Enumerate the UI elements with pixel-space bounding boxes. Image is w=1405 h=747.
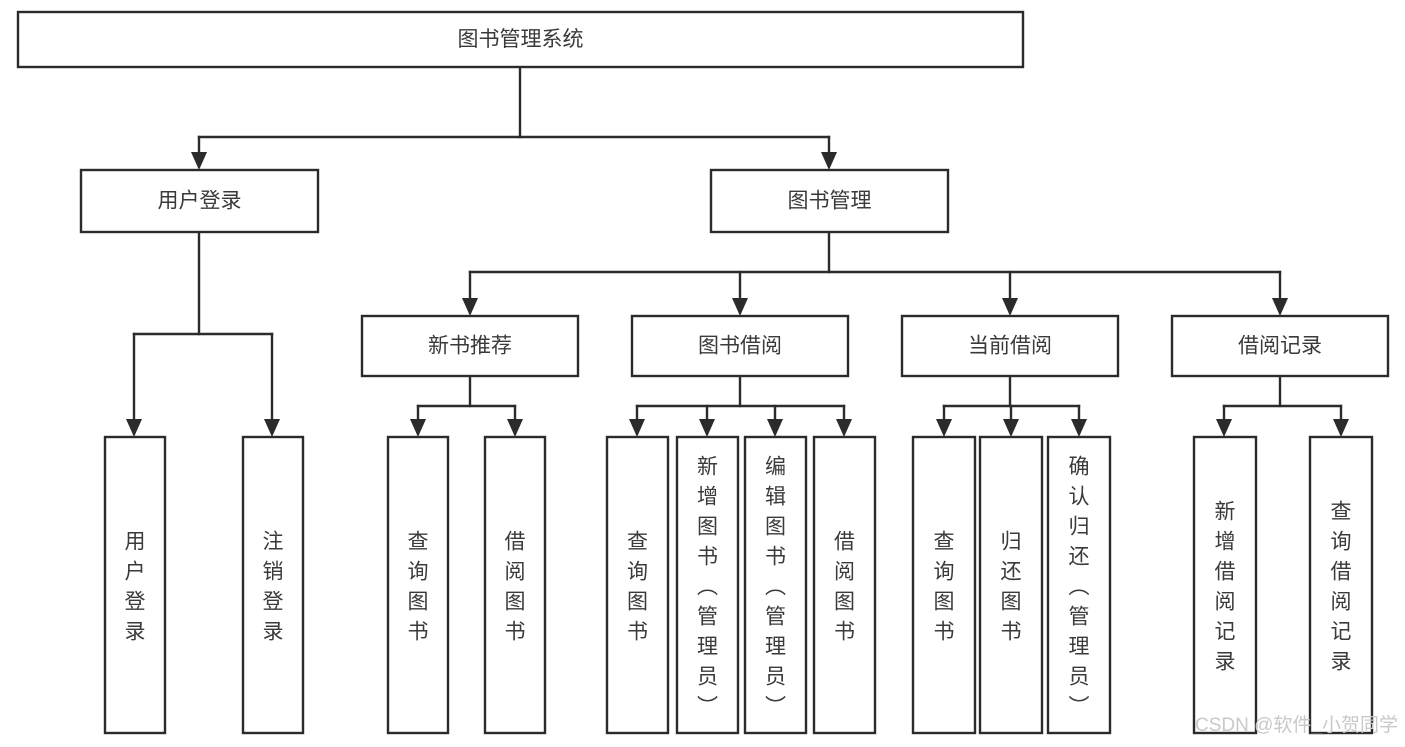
leaf-box-leaf-query-book-3 <box>911 435 977 735</box>
leaf-leaf-query-book-1[interactable]: 查询图书 <box>386 435 450 735</box>
node-label-book-manage: 图书管理 <box>788 190 872 213</box>
leaf-box-leaf-query-book-2 <box>605 435 670 735</box>
arrow-head-icon <box>629 419 645 437</box>
leaf-box-leaf-return-book <box>978 435 1044 735</box>
node-book-manage[interactable]: 图书管理 <box>709 168 950 234</box>
node-label-book-borrow: 图书借阅 <box>698 335 782 358</box>
arrow-head-icon <box>1002 298 1018 316</box>
node-borrow-record[interactable]: 借阅记录 <box>1170 314 1390 378</box>
diagram-nodes: 图书管理系统用户登录图书管理新书推荐图书借阅当前借阅借阅记录用户登录注销登录查询… <box>16 10 1390 735</box>
arrow-head-icon <box>1272 298 1288 316</box>
leaf-leaf-query-record[interactable]: 查询借阅记录 <box>1308 435 1374 735</box>
node-box-user-login <box>79 168 320 234</box>
leaf-leaf-user-login[interactable]: 用户登录 <box>103 435 167 735</box>
leaf-label-leaf-query-book-2: 查询图书 <box>627 530 648 643</box>
leaf-label-leaf-add-record: 新增借阅记录 <box>1215 500 1236 673</box>
leaf-leaf-add-record[interactable]: 新增借阅记录 <box>1192 435 1258 735</box>
arrow-head-icon <box>1071 419 1087 437</box>
leaf-box-leaf-borrow-book-1 <box>483 435 547 735</box>
leaf-leaf-add-book[interactable]: 新增图书︵管理员︶ <box>675 435 740 735</box>
arrow-head-icon <box>507 419 523 437</box>
arrow-head-icon <box>936 419 952 437</box>
leaf-label-leaf-logout: 注销登录 <box>263 530 284 643</box>
leaf-box-leaf-logout <box>241 435 305 735</box>
leaf-label-leaf-query-book-1: 查询图书 <box>408 530 429 643</box>
node-current-borrow[interactable]: 当前借阅 <box>900 314 1120 378</box>
leaf-box-leaf-confirm-return <box>1046 435 1112 735</box>
csdn-watermark: CSDN @软件_小贺同学 <box>1195 714 1398 736</box>
leaf-label-leaf-borrow-book-2: 借阅图书 <box>834 530 855 643</box>
node-label-root: 图书管理系统 <box>458 28 584 51</box>
node-label-current-borrow: 当前借阅 <box>968 335 1052 358</box>
arrow-head-icon <box>836 419 852 437</box>
arrow-head-icon <box>191 152 207 170</box>
node-box-root <box>16 10 1025 69</box>
arrow-head-icon <box>1333 419 1349 437</box>
node-box-borrow-record <box>1170 314 1390 378</box>
leaf-leaf-borrow-book-2[interactable]: 借阅图书 <box>812 435 877 735</box>
leaf-box-leaf-edit-book <box>743 435 808 735</box>
leaf-box-leaf-query-book-1 <box>386 435 450 735</box>
leaf-leaf-logout[interactable]: 注销登录 <box>241 435 305 735</box>
leaf-label-leaf-return-book: 归还图书 <box>1001 530 1022 643</box>
arrow-head-icon <box>699 419 715 437</box>
arrow-head-icon <box>732 298 748 316</box>
leaf-label-leaf-add-book: 新增图书︵管理员︶ <box>697 455 718 718</box>
leaf-label-leaf-borrow-book-1: 借阅图书 <box>505 530 526 643</box>
node-book-borrow[interactable]: 图书借阅 <box>630 314 850 378</box>
node-user-login[interactable]: 用户登录 <box>79 168 320 234</box>
arrow-head-icon <box>410 419 426 437</box>
node-new-book-recommend[interactable]: 新书推荐 <box>360 314 580 378</box>
leaf-label-leaf-query-record: 查询借阅记录 <box>1331 500 1352 673</box>
arrow-head-icon <box>821 152 837 170</box>
node-root[interactable]: 图书管理系统 <box>16 10 1025 69</box>
leaf-label-leaf-confirm-return: 确认归还︵管理员︶ <box>1069 455 1090 718</box>
leaf-label-leaf-query-book-3: 查询图书 <box>934 530 955 643</box>
node-box-current-borrow <box>900 314 1120 378</box>
arrow-head-icon <box>1216 419 1232 437</box>
node-label-borrow-record: 借阅记录 <box>1238 335 1322 358</box>
arrow-head-icon <box>462 298 478 316</box>
leaf-leaf-confirm-return[interactable]: 确认归还︵管理员︶ <box>1046 435 1112 735</box>
node-label-new-book-recommend: 新书推荐 <box>428 335 512 358</box>
arrow-head-icon <box>767 419 783 437</box>
leaf-box-leaf-borrow-book-2 <box>812 435 877 735</box>
connector-lines <box>126 65 1349 437</box>
node-label-user-login: 用户登录 <box>158 190 242 213</box>
leaf-label-leaf-edit-book: 编辑图书︵管理员︶ <box>765 455 786 718</box>
leaf-leaf-query-book-3[interactable]: 查询图书 <box>911 435 977 735</box>
leaf-leaf-return-book[interactable]: 归还图书 <box>978 435 1044 735</box>
leaf-label-leaf-user-login: 用户登录 <box>125 530 146 643</box>
node-box-new-book-recommend <box>360 314 580 378</box>
leaf-box-leaf-user-login <box>103 435 167 735</box>
node-box-book-manage <box>709 168 950 234</box>
leaf-box-leaf-query-record <box>1308 435 1374 735</box>
leaf-box-leaf-add-book <box>675 435 740 735</box>
leaf-leaf-borrow-book-1[interactable]: 借阅图书 <box>483 435 547 735</box>
node-box-book-borrow <box>630 314 850 378</box>
arrow-head-icon <box>264 419 280 437</box>
arrow-head-icon <box>1003 419 1019 437</box>
arrow-head-icon <box>126 419 142 437</box>
leaf-leaf-query-book-2[interactable]: 查询图书 <box>605 435 670 735</box>
leaf-leaf-edit-book[interactable]: 编辑图书︵管理员︶ <box>743 435 808 735</box>
leaf-box-leaf-add-record <box>1192 435 1258 735</box>
